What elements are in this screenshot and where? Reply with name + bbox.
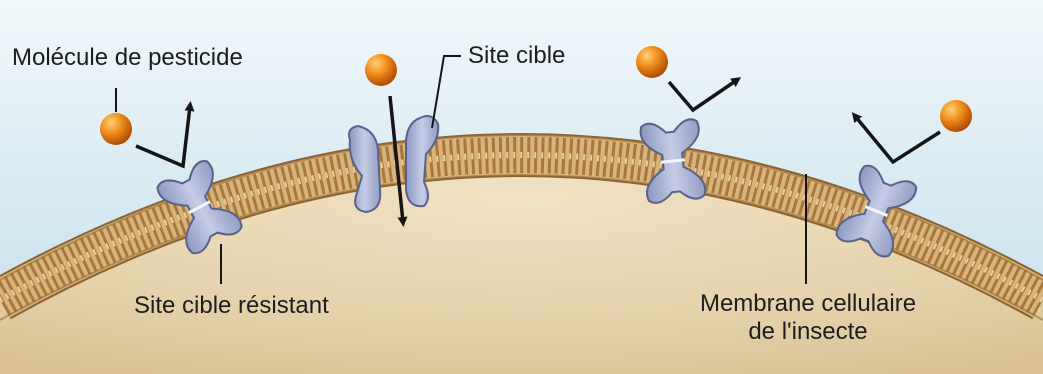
label-target-site: Site cible: [468, 42, 565, 70]
pesticide-molecule-icon: [365, 54, 397, 86]
label-insect-cell-membrane: Membrane cellulaire de l'insecte: [690, 290, 926, 346]
label-resistant-target-site: Site cible résistant: [134, 292, 329, 320]
label-membrane-line1: Membrane cellulaire: [690, 290, 926, 318]
label-membrane-line2: de l'insecte: [690, 318, 926, 346]
pesticide-molecule-icon: [940, 100, 972, 132]
label-pesticide-molecule: Molécule de pesticide: [12, 44, 243, 72]
pesticide-molecule-icon: [100, 113, 132, 145]
pesticide-molecule-icon: [636, 46, 668, 78]
